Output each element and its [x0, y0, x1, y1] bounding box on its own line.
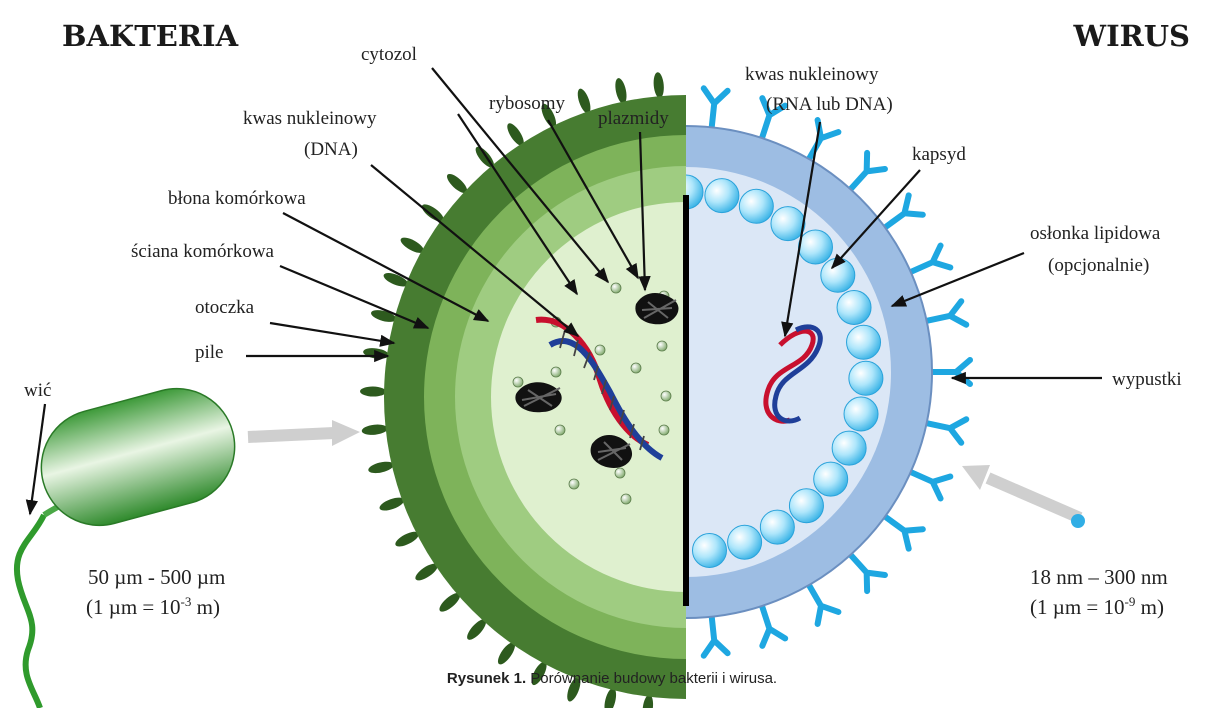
label-sciana-komorkowa: ściana komórkowa [131, 241, 275, 262]
label-blona-komorkowa: błona komórkowa [168, 188, 306, 209]
label-cytozol: cytozol [361, 44, 417, 65]
bacteria-size-unit: (1 µm = 10-3 m) [86, 594, 220, 619]
tiny-virus-icon [1071, 514, 1085, 528]
label-wic: wić [24, 380, 51, 401]
virus-size-range: 18 nm – 300 nm [1030, 565, 1168, 589]
label-kwas-nukleinowy-rna-line1: kwas nukleinowy [745, 64, 879, 85]
label-kwas-nukleinowy-dna-line2: (DNA) [304, 139, 358, 160]
label-oslonka-lipidowa-line2: (opcjonalnie) [1048, 255, 1149, 276]
label-oslonka-lipidowa-line1: osłonka lipidowa [1030, 223, 1161, 244]
label-pile: pile [195, 342, 224, 363]
bacteria-title: BAKTERIA [62, 19, 239, 53]
flagellum-icon [17, 515, 44, 708]
label-kwas-nukleinowy-rna-line2: (RNA lub DNA) [766, 94, 893, 115]
rod-bacterium-icon [28, 376, 247, 539]
label-plazmidy: plazmidy [598, 108, 669, 129]
label-kwas-nukleinowy-dna-line1: kwas nukleinowy [243, 108, 377, 129]
figure-caption: Rysunek 1. Porównanie budowy bakterii i … [447, 670, 777, 687]
bacteria-size-range: 50 µm - 500 µm [88, 565, 225, 589]
small-bacterium-icon [17, 376, 248, 708]
virus-title: WIRUS [1073, 19, 1190, 53]
virus-size-unit: (1 µm = 10-9 m) [1030, 594, 1164, 619]
label-kapsyd: kapsyd [912, 144, 966, 165]
label-rybosomy: rybosomy [489, 93, 566, 114]
label-wypustki: wypustki [1112, 369, 1182, 390]
label-otoczka: otoczka [195, 297, 255, 318]
